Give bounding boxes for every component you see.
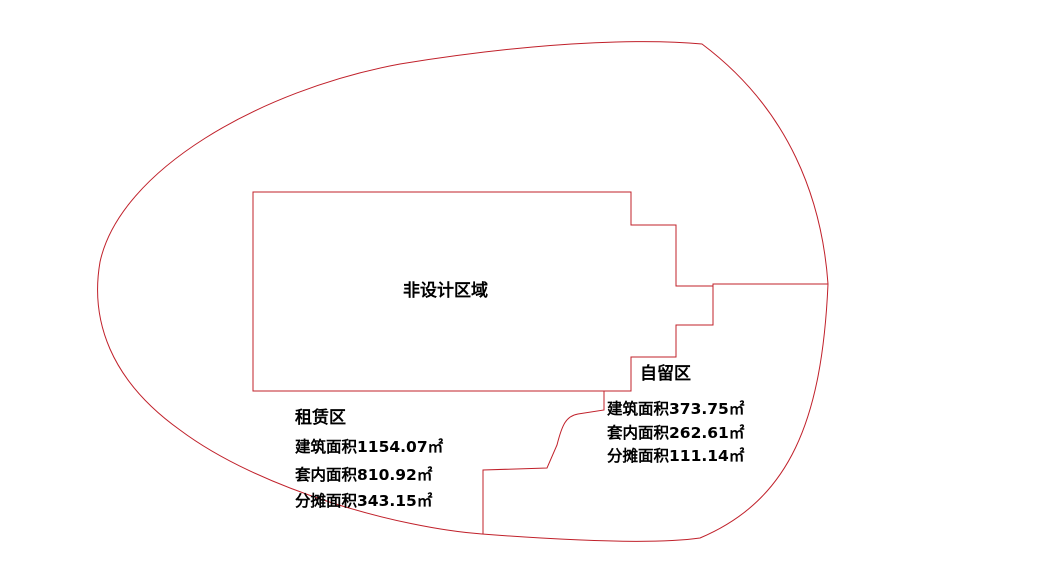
rental-area-title: 租赁区 xyxy=(295,407,346,428)
rental-interior-area: 套内面积810.92㎡ xyxy=(295,465,433,484)
reserved-area-title: 自留区 xyxy=(640,363,691,384)
rental-shared-area: 分摊面积343.15㎡ xyxy=(295,491,433,510)
non-design-area-label: 非设计区域 xyxy=(403,280,488,301)
reserved-shared-area: 分摊面积111.14㎡ xyxy=(607,446,745,465)
rental-building-area: 建筑面积1154.07㎡ xyxy=(295,437,444,456)
reserved-building-area: 建筑面积373.75㎡ xyxy=(607,399,745,418)
boundary-divider-right xyxy=(712,283,828,286)
rental-reserved-divider xyxy=(482,391,605,534)
site-boundary-outline xyxy=(97,41,829,542)
reserved-interior-area: 套内面积262.61㎡ xyxy=(607,423,745,442)
non-design-area-outline xyxy=(252,191,714,392)
